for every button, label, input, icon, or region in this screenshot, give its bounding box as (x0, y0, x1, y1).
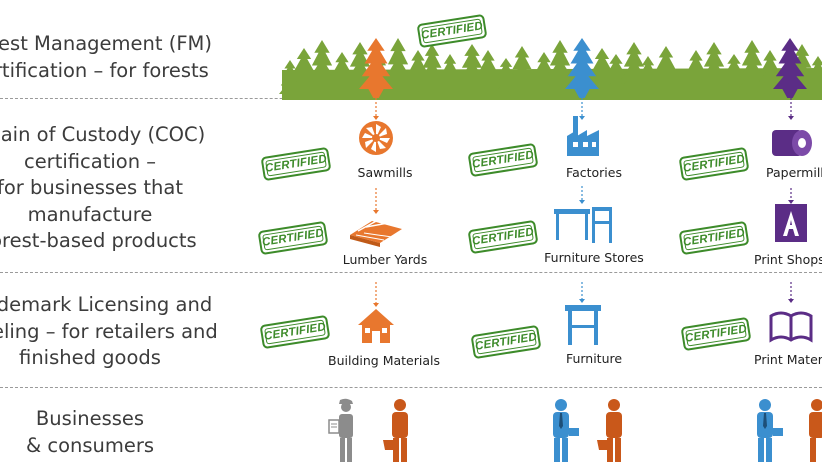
caption-print-shops: Print Shops (754, 252, 822, 267)
certified-stamp-furniture-stores: CERTIFIED (467, 219, 539, 255)
certified-stamp-factories: CERTIFIED (467, 142, 539, 178)
caption-sawmills: Sawmills (357, 165, 413, 180)
table-chairs-icon (554, 207, 612, 243)
divider-coc (0, 272, 822, 273)
certified-stamp-papermills: CERTIFIED (678, 146, 750, 182)
bc-label-line2: & consumers (25, 433, 155, 457)
shopper-icon (809, 399, 822, 462)
caption-furniture-stores: Furniture Stores (544, 250, 644, 265)
tree-icon (545, 40, 575, 100)
certified-stamp-print-shops: CERTIFIED (678, 220, 750, 256)
tree-icon (359, 38, 393, 98)
coc-label-line1: Chain of Custody (COC) (0, 123, 206, 146)
certified-stamp-furniture: CERTIFIED (470, 324, 542, 360)
caption-print-materials: Print Materials (754, 352, 822, 367)
tree-icon (457, 44, 487, 100)
coc-row-label: Chain of Custody (COC) certification – f… (0, 122, 240, 255)
businessman-icon (553, 399, 579, 462)
caption-building-materials: Building Materials (328, 353, 440, 368)
shopper-icon (597, 399, 622, 462)
worker-icon (328, 398, 353, 462)
fm-label-line2: certification – for forests (0, 58, 209, 82)
tree-icon (418, 44, 446, 100)
certified-stamp-sawmills: CERTIFIED (260, 146, 332, 182)
businessman-icon (757, 399, 783, 462)
table-icon (565, 305, 601, 345)
tree-icon (652, 46, 680, 100)
tree-icon (508, 46, 536, 100)
fm-label-line1: Forest Management (FM) (0, 32, 212, 55)
coc-label-line2: certification – (23, 149, 157, 173)
lumber-icon (350, 218, 402, 247)
tree-icon (383, 38, 413, 100)
tree-icon (475, 50, 501, 100)
tree-icon (307, 40, 337, 100)
tree-icon (806, 56, 822, 100)
shopper-icon (383, 399, 408, 462)
divider-tm (0, 387, 822, 388)
tree-icon (565, 38, 599, 98)
certified-stamp-print-materials: CERTIFIED (680, 316, 752, 352)
print-letter-icon (775, 204, 807, 242)
caption-factories: Factories (566, 165, 622, 180)
fm-row-label: Forest Management (FM) certification – f… (0, 31, 240, 84)
saw-blade-icon (359, 121, 393, 155)
caption-furniture: Furniture (565, 351, 623, 366)
caption-papermills: Papermills (766, 165, 822, 180)
tm-label-line3: finished goods (19, 346, 161, 369)
tree-icon (619, 42, 649, 100)
coc-label-line4: manufacture (27, 202, 153, 226)
tree-icon (737, 40, 767, 100)
factory-icon (567, 116, 599, 156)
bc-row-label: Businesses & consumers (0, 406, 240, 459)
tree-icon (773, 38, 807, 98)
certified-stamp-lumber: CERTIFIED (257, 220, 329, 256)
tree-icon (636, 56, 660, 100)
coc-label-line3: for businesses that (0, 176, 183, 199)
tree-icon (699, 42, 729, 100)
book-icon (769, 311, 813, 343)
certified-stamp-building: CERTIFIED (259, 314, 331, 350)
tree-icon (438, 54, 462, 100)
paper-roll-icon (772, 130, 812, 156)
forest-illustration (279, 38, 822, 100)
coc-label-line5: forest-based products (0, 229, 197, 252)
caption-lumber-yards: Lumber Yards (342, 252, 428, 267)
tm-label-line1: Trademark Licensing and (0, 293, 213, 316)
forest-trees (279, 38, 822, 100)
bc-label-line1: Businesses (35, 407, 145, 430)
house-icon (358, 309, 394, 343)
tm-label-line2: labeling – for retailers and (0, 319, 218, 343)
tm-row-label: Trademark Licensing and labeling – for r… (0, 292, 240, 372)
